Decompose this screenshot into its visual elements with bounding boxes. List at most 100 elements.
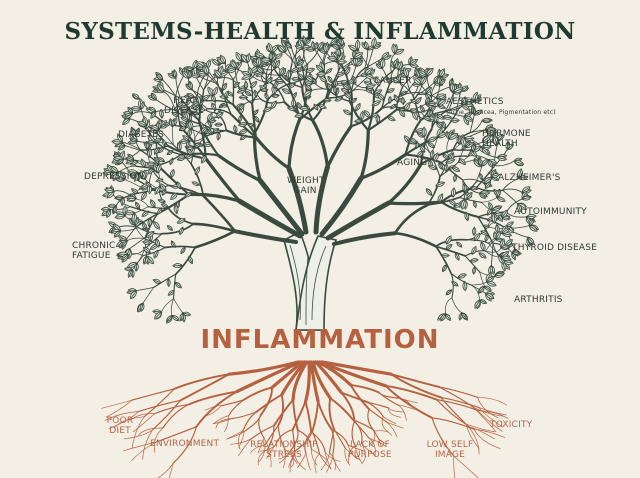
- leaf: [251, 60, 259, 68]
- leaf: [220, 103, 229, 108]
- leaf: [179, 226, 184, 236]
- leaf: [479, 299, 488, 304]
- leaf: [375, 114, 381, 125]
- branch: [407, 76, 414, 96]
- branch: [450, 273, 472, 286]
- leaf: [492, 135, 499, 147]
- leaf: [482, 224, 491, 229]
- leaf: [130, 290, 137, 300]
- root: [386, 421, 398, 438]
- branch: [121, 141, 142, 151]
- branch: [155, 154, 182, 166]
- leaf: [156, 73, 164, 81]
- label-aesthetics: AESTHETICS: [446, 97, 504, 107]
- root: [243, 414, 262, 433]
- branch: [451, 297, 463, 314]
- branch: [268, 80, 285, 103]
- label-aesthetics-sub: (Acne, Rosacea, Pigmentation etc): [446, 109, 556, 116]
- leaf: [461, 312, 467, 320]
- branch: [485, 239, 496, 252]
- leaf: [211, 102, 217, 112]
- root: [349, 383, 380, 394]
- branch: [206, 108, 232, 116]
- leaf: [294, 113, 304, 118]
- root: [131, 416, 145, 449]
- leaf: [488, 201, 494, 211]
- label-cancer: CANCER: [373, 76, 412, 86]
- leaf: [375, 76, 381, 87]
- root: [311, 430, 321, 455]
- branch: [135, 212, 159, 228]
- branch: [359, 152, 408, 180]
- root: [291, 360, 309, 402]
- branch: [326, 74, 340, 99]
- leaf: [256, 66, 265, 74]
- leaf: [238, 128, 249, 135]
- leaf: [347, 78, 355, 85]
- leaf: [334, 96, 344, 102]
- leaf: [177, 141, 182, 152]
- root: [179, 373, 231, 402]
- leaf: [445, 289, 453, 296]
- leaf: [203, 64, 210, 76]
- leaf: [171, 118, 176, 128]
- branch: [174, 246, 197, 276]
- leaf: [186, 92, 195, 98]
- leaf: [462, 280, 468, 292]
- branch: [381, 68, 390, 86]
- leaf: [521, 195, 532, 201]
- leaf: [451, 187, 456, 198]
- leaf: [471, 226, 477, 237]
- root: [370, 429, 376, 446]
- leaf: [107, 203, 117, 209]
- branch: [175, 77, 182, 99]
- branch: [313, 164, 330, 235]
- leaf: [297, 73, 305, 81]
- leaf: [436, 113, 445, 120]
- leaf: [419, 104, 425, 113]
- leaf: [129, 160, 139, 166]
- root: [142, 429, 154, 460]
- branch: [192, 222, 237, 233]
- root: [101, 399, 133, 409]
- leaf: [516, 203, 522, 213]
- leaf: [174, 281, 182, 289]
- leaf: [421, 126, 427, 138]
- label-chronic-fatigue: CHRONIC FATIGUE: [72, 241, 116, 261]
- root: [282, 448, 286, 469]
- leaf: [485, 292, 495, 299]
- leaf: [136, 120, 148, 127]
- root: [289, 453, 296, 473]
- leaf: [397, 60, 403, 71]
- branch: [167, 207, 195, 225]
- leaf: [501, 209, 508, 219]
- branch: [171, 126, 174, 146]
- branch: [502, 178, 520, 191]
- leaf: [245, 52, 251, 64]
- leaf: [326, 55, 338, 62]
- branch: [258, 66, 276, 71]
- leaf: [127, 106, 134, 115]
- root: [386, 421, 404, 429]
- leaf: [260, 57, 272, 63]
- leaf: [471, 106, 476, 116]
- branch: [202, 194, 237, 233]
- leaf: [114, 195, 124, 200]
- label-toxicity: TOXICITY: [490, 420, 533, 430]
- leaf: [372, 44, 382, 49]
- leaf: [445, 243, 453, 251]
- leaf: [140, 101, 145, 110]
- root: [328, 397, 335, 430]
- leaf: [200, 126, 208, 134]
- leaf: [322, 98, 332, 103]
- leaf: [302, 63, 309, 72]
- leaf: [474, 299, 481, 309]
- leaf: [363, 110, 371, 119]
- leaf: [408, 59, 419, 66]
- branch: [352, 77, 368, 91]
- root: [453, 455, 479, 478]
- branch: [163, 91, 176, 111]
- leaf: [449, 82, 455, 93]
- root: [212, 418, 233, 424]
- leaf: [145, 255, 150, 265]
